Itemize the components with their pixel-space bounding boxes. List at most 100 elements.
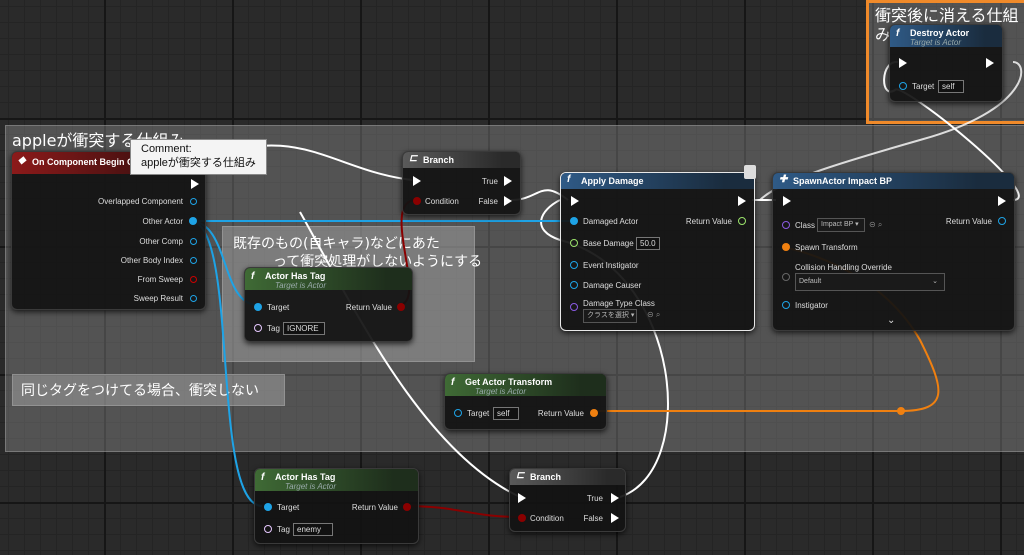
apply-damage-node[interactable]: f Apply Damage Damaged Actor Return Valu…	[560, 165, 756, 331]
branch1-title: Branch	[423, 155, 455, 165]
branch1-true-label: True	[481, 177, 498, 186]
get-transform-target-pin[interactable]	[454, 409, 462, 417]
has-tag-node-2[interactable]: f Actor Has Tag Target is Actor Target R…	[254, 468, 419, 544]
apply-damage-type-dropdown[interactable]: クラスを選択 ▾	[583, 309, 637, 323]
has-tag1-title: Actor Has Tag	[265, 271, 326, 281]
has-tag2-header: f Actor Has Tag Target is Actor	[255, 469, 418, 491]
has-tag2-subtitle: Target is Actor	[285, 482, 336, 491]
spawn-actor-exec-in[interactable]	[783, 196, 791, 206]
has-tag2-return-label: Return Value	[351, 503, 398, 512]
pin-other-actor[interactable]	[189, 217, 197, 225]
comment-tooltip: Comment: appleが衝突する仕組み	[130, 139, 267, 175]
begin-overlap-title: On Component Begin Ove	[32, 157, 145, 167]
comment-title-destroy: 衝突後に消える仕組	[875, 6, 1019, 25]
branch2-false-pin[interactable]	[611, 513, 619, 523]
pin-other-comp[interactable]	[190, 238, 197, 245]
apply-damage-causer-pin[interactable]	[570, 281, 578, 289]
has-tag2-return-pin[interactable]	[403, 503, 411, 511]
function-icon: f	[567, 174, 571, 185]
apply-damage-type-label: Damage Type Class	[583, 299, 655, 308]
spawn-actor-collision-pin[interactable]	[782, 273, 790, 281]
chevron-down-icon: ⌄	[932, 278, 938, 285]
branch2-condition-pin[interactable]	[518, 514, 526, 522]
destroy-target-pin[interactable]	[899, 82, 907, 90]
branch2-true-label: True	[586, 494, 603, 503]
pin-label-other-comp: Other Comp	[139, 237, 183, 246]
has-tag2-tag-input[interactable]: enemy	[293, 523, 333, 536]
pin-sweep-result[interactable]	[190, 295, 197, 302]
has-tag-node-1[interactable]: f Actor Has Tag Target is Actor Target R…	[244, 267, 413, 342]
branch-node-1[interactable]: ⊏ Branch True Condition False	[402, 151, 521, 215]
pin-other-body-index[interactable]	[190, 257, 197, 264]
pin-label-other-actor: Other Actor	[142, 217, 183, 226]
has-tag1-target-pin[interactable]	[254, 303, 262, 311]
apply-damage-base-damage-input[interactable]: 50.0	[636, 237, 660, 250]
destroy-exec-in[interactable]	[899, 58, 907, 68]
branch2-exec-in[interactable]	[518, 493, 526, 503]
spawn-actor-class-dropdown[interactable]: Impact BP ▾	[817, 218, 865, 232]
branch1-false-pin[interactable]	[504, 196, 512, 206]
spawn-icon: ✚	[779, 174, 788, 185]
branch2-false-label: False	[583, 514, 603, 523]
branch1-condition-label: Condition	[425, 197, 459, 206]
destroy-target-label: Target	[912, 82, 935, 91]
spawn-actor-exec-out[interactable]	[998, 196, 1006, 206]
spawn-actor-return-label: Return Value	[945, 217, 992, 226]
expand-chevron-icon[interactable]: ⌄	[887, 315, 896, 326]
apply-damage-exec-out[interactable]	[738, 196, 746, 206]
spawn-actor-return-pin[interactable]	[998, 217, 1006, 225]
pin-overlapped-component[interactable]	[190, 198, 197, 205]
get-transform-target-label: Target	[467, 409, 490, 418]
has-tag1-return-pin[interactable]	[397, 303, 405, 311]
has-tag1-tag-label: Tag	[267, 324, 280, 333]
destroy-actor-node[interactable]: f Destroy Actor Target is Actor Target s…	[889, 24, 1003, 102]
tooltip-line2: appleが衝突する仕組み	[141, 157, 256, 169]
get-transform-subtitle: Target is Actor	[475, 387, 526, 396]
destroy-header: f Destroy Actor Target is Actor	[890, 25, 1002, 47]
pin-from-sweep[interactable]	[190, 276, 197, 283]
get-transform-return-pin[interactable]	[590, 409, 598, 417]
has-tag1-tag-input[interactable]: IGNORE	[283, 322, 325, 335]
spawn-actor-class-pin[interactable]	[782, 221, 790, 229]
branch2-header: ⊏ Branch	[510, 469, 625, 485]
event-icon: ◆	[18, 155, 26, 166]
apply-damage-instigator-pin[interactable]	[570, 261, 578, 269]
has-tag2-tag-pin[interactable]	[264, 525, 272, 533]
branch1-condition-pin[interactable]	[413, 197, 421, 205]
destroy-exec-out[interactable]	[986, 58, 994, 68]
has-tag2-target-pin[interactable]	[264, 503, 272, 511]
apply-damage-type-clear-icon[interactable]: ⊝ ⌕	[647, 310, 661, 319]
spawn-actor-collision-dropdown[interactable]: Default ⌄	[795, 273, 945, 291]
apply-damage-base-damage-pin[interactable]	[570, 239, 578, 247]
spawn-actor-class-clear-icon[interactable]: ⊝ ⌕	[869, 220, 883, 229]
get-transform-node[interactable]: f Get Actor Transform Target is Actor Ta…	[444, 373, 607, 430]
branch1-exec-in[interactable]	[413, 176, 421, 186]
apply-damage-return-pin[interactable]	[738, 217, 746, 225]
exec-out-pin[interactable]	[191, 179, 199, 189]
spawn-actor-instigator-pin[interactable]	[782, 301, 790, 309]
begin-overlap-node[interactable]: ◆ On Component Begin Ove Overlapped Comp…	[11, 151, 206, 310]
branch2-true-pin[interactable]	[611, 493, 619, 503]
network-icon	[744, 165, 756, 179]
branch-node-2[interactable]: ⊏ Branch True Condition False	[509, 468, 626, 532]
pin-label-sweep-result: Sweep Result	[133, 294, 183, 303]
has-tag1-return-label: Return Value	[345, 303, 392, 312]
spawn-actor-node[interactable]: ✚ SpawnActor Impact BP Class Impact BP ▾…	[772, 172, 1015, 331]
branch1-true-pin[interactable]	[504, 176, 512, 186]
branch-icon: ⊏	[516, 470, 525, 481]
has-tag1-tag-pin[interactable]	[254, 324, 262, 332]
comment-box-tag[interactable]: 同じタグをつけてる場合、衝突しない	[12, 374, 285, 406]
pin-label-overlapped-component: Overlapped Component	[98, 197, 183, 206]
apply-damage-base-damage-label: Base Damage	[583, 239, 634, 248]
apply-damage-exec-in[interactable]	[571, 196, 579, 206]
apply-damage-type-pin[interactable]	[570, 303, 578, 311]
spawn-actor-header: ✚ SpawnActor Impact BP	[773, 173, 1014, 189]
get-transform-return-label: Return Value	[537, 409, 584, 418]
destroy-target-input[interactable]: self	[938, 80, 964, 93]
get-transform-target-input[interactable]: self	[493, 407, 519, 420]
spawn-actor-transform-pin[interactable]	[782, 243, 790, 251]
apply-damage-damaged-actor-pin[interactable]	[570, 217, 578, 225]
pin-label-other-body-index: Other Body Index	[120, 256, 183, 265]
spawn-actor-instigator-label: Instigator	[795, 301, 828, 310]
apply-damage-header: f Apply Damage	[561, 173, 754, 189]
